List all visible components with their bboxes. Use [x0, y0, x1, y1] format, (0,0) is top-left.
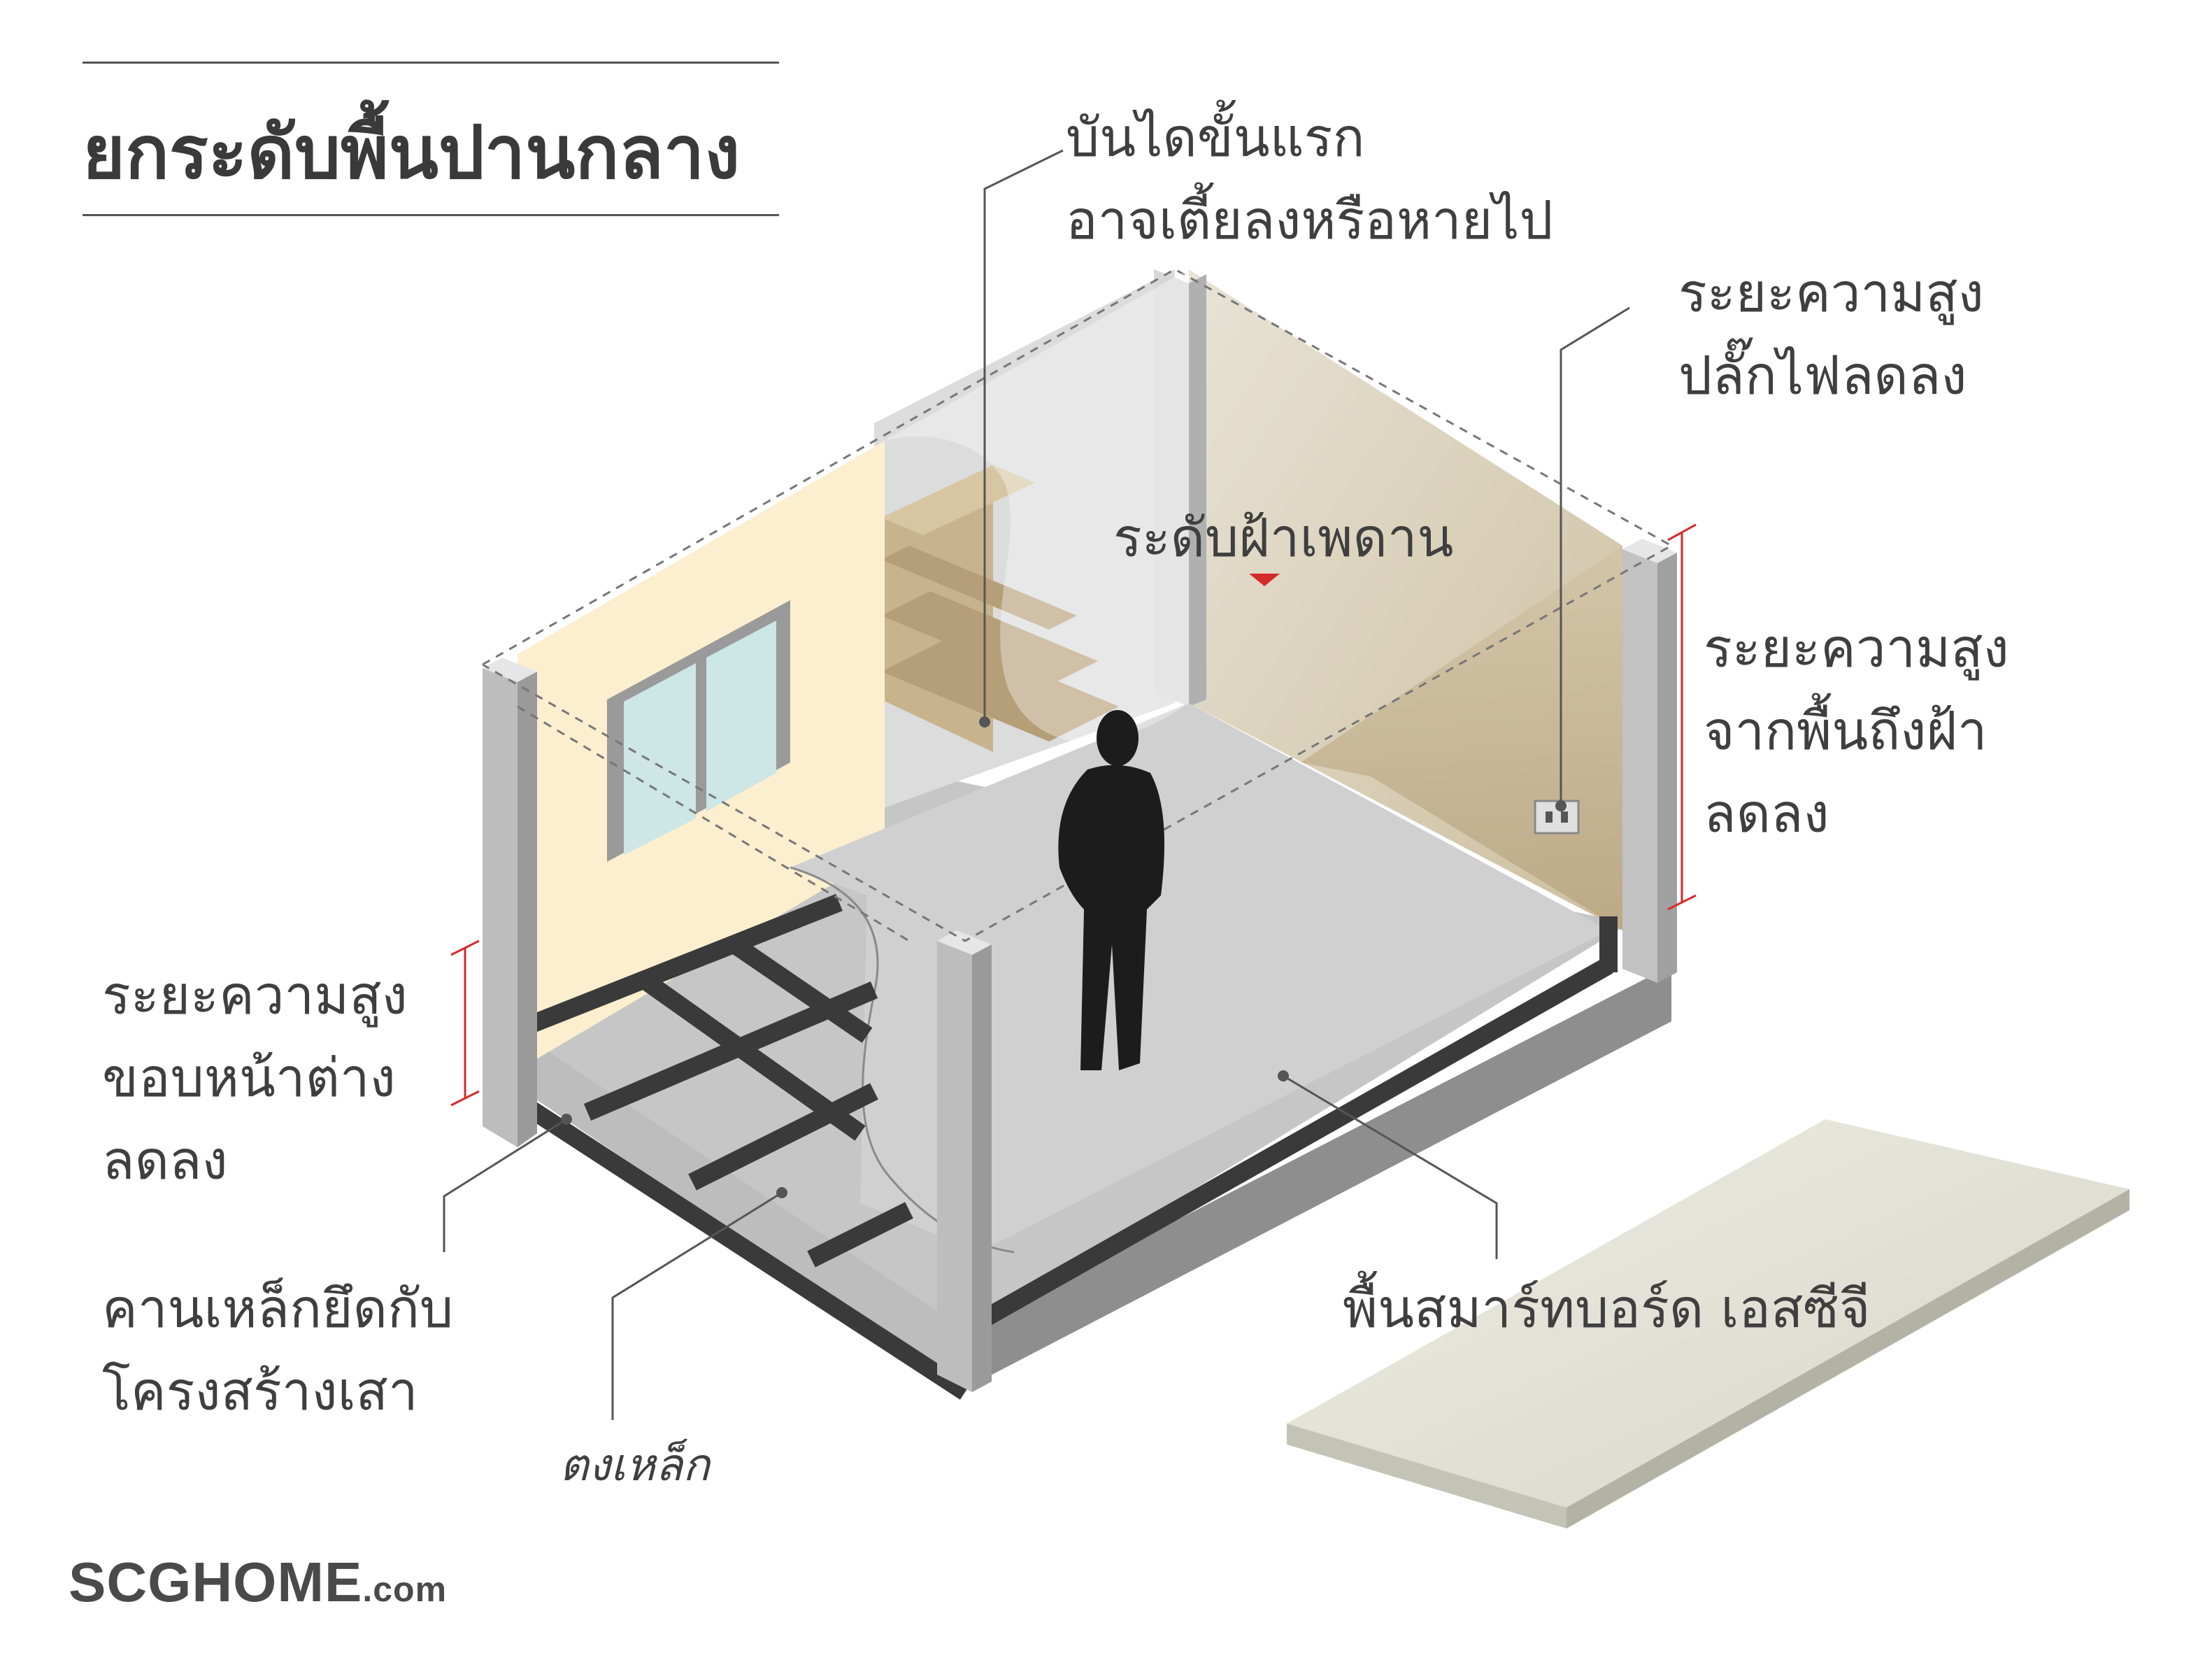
- page-title: ยกระดับพื้นปานกลาง: [83, 110, 741, 195]
- smartboard-panel-icon: [1287, 1119, 2129, 1528]
- brand-logo: SCGHOME.com: [69, 1550, 447, 1615]
- label-floor-to-ceiling-line1: ระยะความสูง: [1704, 617, 2009, 679]
- brand-name: SCGHOME: [69, 1551, 363, 1613]
- label-plug-height: ระยะความสูง ปลั๊กไฟลดลง: [1678, 252, 1984, 417]
- label-stairs-line1: บันไดขั้นแรก: [1066, 106, 1365, 169]
- label-plug-height-line2: ปลั๊กไฟลดลง: [1678, 344, 1967, 406]
- label-floor-to-ceiling: ระยะความสูง จากพื้นถึงฝ้า ลดลง: [1704, 607, 2009, 855]
- label-steel-beam-line2: โครงสร้างเสา: [102, 1360, 418, 1422]
- raised-floor: [790, 703, 1608, 1252]
- ceiling-marker-icon: [1249, 574, 1280, 586]
- label-window-sill-line2: ขอบหน้าต่าง: [102, 1047, 396, 1109]
- label-smartboard-floor: พื้นสมาร์ทบอร์ด เอสซีจี: [1343, 1277, 1871, 1340]
- label-window-sill-line3: ลดลง: [102, 1129, 228, 1191]
- brand-suffix: .com: [362, 1570, 448, 1609]
- person-silhouette-icon: [1058, 710, 1164, 1070]
- title-rule-bottom: [83, 214, 779, 216]
- back-column: [1154, 269, 1206, 707]
- glass-cutaway: [885, 269, 1189, 742]
- label-plug-height-line1: ระยะความสูง: [1678, 262, 1984, 324]
- ceiling-outline: [482, 268, 1674, 942]
- title-rule-top: [83, 62, 779, 64]
- label-floor-to-ceiling-line3: ลดลง: [1704, 782, 1829, 844]
- steel-joists: [498, 893, 1618, 1400]
- right-corner-column: [1622, 539, 1677, 983]
- stairs: [881, 465, 1119, 752]
- label-window-sill: ระยะความสูง ขอบหน้าต่าง ลดลง: [102, 954, 408, 1202]
- label-stairs-line2: อาจเตี้ยลงหรือหายไป: [1066, 189, 1553, 251]
- window: [607, 600, 790, 862]
- label-ceiling-level: ระดับฝ้าเพดาน: [1113, 506, 1454, 569]
- label-steel-beam: คานเหล็กยึดกับ โครงสร้างเสา: [102, 1268, 453, 1433]
- label-window-sill-line1: ระยะความสูง: [102, 964, 408, 1026]
- label-steel-beam-line1: คานเหล็กยึดกับ: [102, 1277, 454, 1340]
- label-floor-to-ceiling-line2: จากพื้นถึงฝ้า: [1704, 700, 1988, 762]
- leader-lines: [443, 149, 1630, 1420]
- front-right-column: [937, 930, 992, 1392]
- label-stairs: บันไดขั้นแรก อาจเตี้ยลงหรือหายไป: [1066, 97, 1553, 262]
- height-bracket-window-sill: [450, 939, 480, 1107]
- leader-dots: [561, 716, 1567, 1198]
- label-steel-joist: ตงเหล็ก: [559, 1440, 710, 1491]
- height-bracket-floor-to-ceiling: [1667, 523, 1697, 911]
- front-left-column: [483, 658, 537, 1147]
